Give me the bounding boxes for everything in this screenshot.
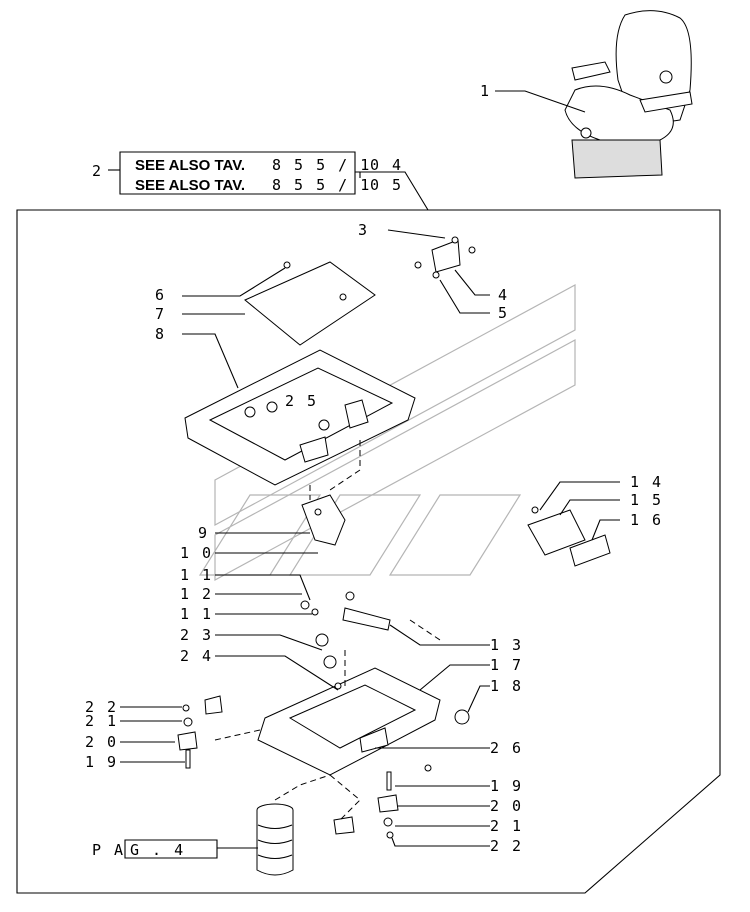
- callout-12: 1 2: [180, 585, 213, 603]
- assembly-guides: [214, 440, 441, 821]
- callout-15: 1 5: [630, 491, 663, 509]
- callout-6: 6: [155, 286, 166, 304]
- callout-2: 2: [92, 162, 103, 180]
- callout-14: 1 4: [630, 473, 663, 491]
- see-also-line2-suffix: 0 5: [370, 176, 403, 194]
- bracket-part: [414, 236, 476, 279]
- upper-frame: [184, 349, 416, 486]
- callout-10: 1 0: [180, 544, 213, 562]
- shock-absorber: [300, 591, 391, 669]
- see-also-line2-num: 8 5 5 / 1: [272, 176, 371, 194]
- callout-21b: 2 1: [490, 817, 523, 835]
- callout-21a: 2 1: [85, 712, 118, 730]
- callout-16: 1 6: [630, 511, 663, 529]
- callout-7: 7: [155, 305, 166, 323]
- page-ref-prefix: P A: [92, 841, 125, 859]
- seat-icon: [564, 10, 693, 179]
- callout-11b: 1 1: [180, 605, 213, 623]
- callout-13: 1 3: [490, 636, 523, 654]
- page-ref-box: [124, 839, 218, 859]
- callout-22a: 2 2: [85, 698, 118, 716]
- callout-20a: 2 0: [85, 733, 118, 751]
- leader-lines-left: [120, 229, 446, 763]
- callout-18: 1 8: [490, 677, 523, 695]
- see-also-line1-num: 8 5 5 / 1: [272, 156, 371, 174]
- callout-19a: 1 9: [85, 753, 118, 771]
- adjust-handle: [527, 506, 611, 567]
- callout-19b: 1 9: [490, 777, 523, 795]
- air-spring: [256, 803, 294, 876]
- callout-9: 9: [198, 524, 209, 542]
- see-also-line2-prefix: SEE ALSO TAV.: [135, 177, 245, 194]
- callout-11a: 1 1: [180, 566, 213, 584]
- see-also-line1-suffix: 0 4: [370, 156, 403, 174]
- see-also-box: [108, 151, 429, 211]
- callout-26: 2 6: [490, 739, 523, 757]
- mount-foot-right: [333, 764, 432, 839]
- callout-20b: 2 0: [490, 797, 523, 815]
- mount-foot-left: [177, 695, 223, 769]
- callout-23: 2 3: [180, 626, 213, 644]
- callout-3: 3: [358, 221, 369, 239]
- callout-4: 4: [498, 286, 509, 304]
- see-also-line1-prefix: SEE ALSO TAV.: [135, 157, 245, 174]
- assembly-frame: [16, 209, 721, 894]
- cushion-plate: [244, 261, 376, 346]
- leader-lines-right: [217, 90, 620, 849]
- callout-25: 2 5: [285, 392, 318, 410]
- callout-17: 1 7: [490, 656, 523, 674]
- callout-1: 1: [480, 82, 491, 100]
- page-ref-value: G . 4: [130, 841, 185, 859]
- watermark-logo: [198, 283, 576, 582]
- callout-24: 2 4: [180, 647, 213, 665]
- link-bracket: [301, 494, 346, 546]
- scissor-base: [257, 667, 470, 776]
- callout-8: 8: [155, 325, 166, 343]
- callout-22b: 2 2: [490, 837, 523, 855]
- callout-5: 5: [498, 304, 509, 322]
